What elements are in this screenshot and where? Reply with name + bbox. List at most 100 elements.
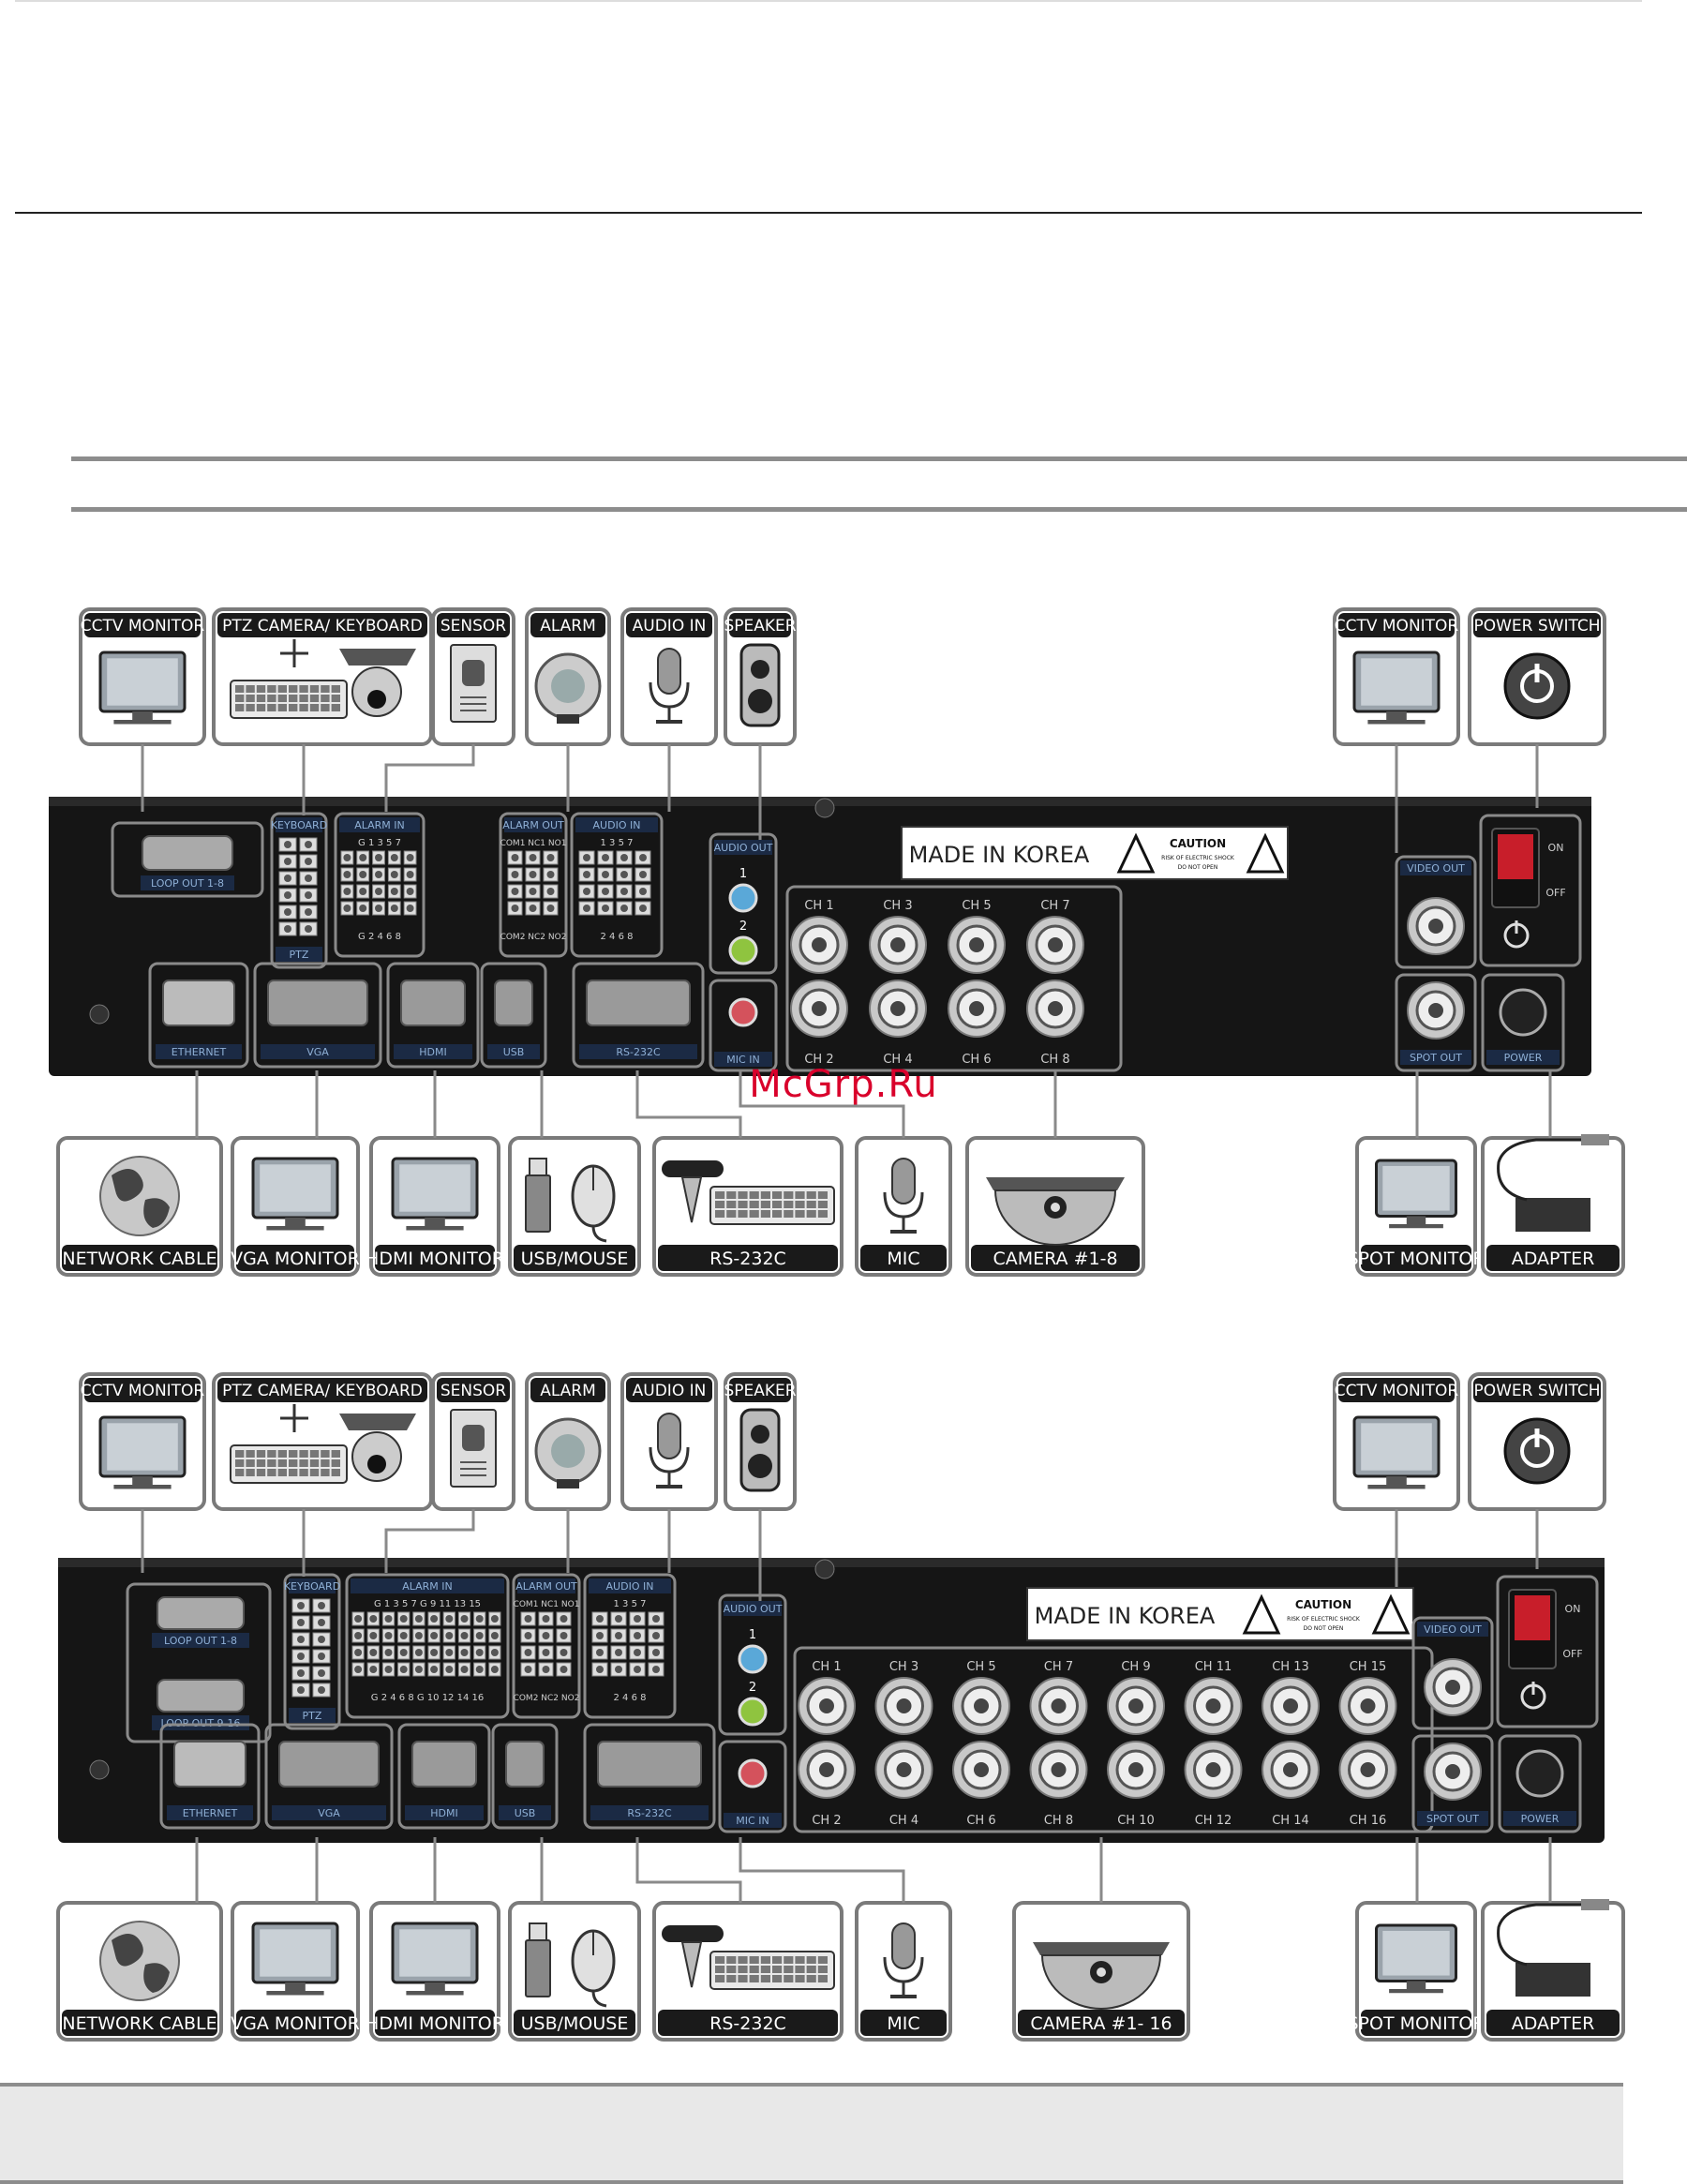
alarm-in-numbers: G 1 3 5 7 G 9 11 13 15 [374,1599,481,1609]
top-hairline [15,0,1642,2]
device-label-bar [62,1245,217,1271]
usb-stick-icon [525,1939,551,1997]
globe-icon [99,1156,180,1236]
panel-label-strip [714,840,772,855]
audio-out-jack-2 [728,935,758,965]
device-label: VGA MONITOR [231,1249,360,1269]
bottom-device-box: USB/MOUSE [508,1136,641,1277]
panel-label-strip [1400,1050,1471,1065]
device-label-bar [626,1378,712,1402]
vga-port-frame [253,962,382,1069]
cable-line [384,1509,475,1573]
channel-label: CH 4 [889,1814,918,1828]
panel-label: HDMI [419,1046,446,1058]
joystick-icon [662,1925,724,1942]
bottom-device-box: USB/MOUSE [508,1901,641,2042]
panel-label-strip [272,1805,386,1820]
audio-in-frame [570,812,664,958]
panel-label-strip [1503,1811,1576,1826]
device-label-bar [1338,1378,1455,1402]
alarm-in-numbers: G 2 4 6 8 [358,932,401,942]
device-label-bar [1361,2010,1471,2036]
ptz-camera-icon [339,1414,416,1430]
device-label: MIC [887,1249,919,1269]
channel-label: CH 14 [1272,1814,1309,1828]
made-in-label: MADE IN KOREA [1035,1603,1216,1629]
panel-label: AUDIO OUT [724,1603,783,1615]
power-frame [1481,973,1565,1072]
usb-port [505,1741,545,1788]
rear-panel-diagram-16ch: CCTV MONITOR PTZ CAMERA/ KEYBOARD SENSOR AL… [56,1372,1625,2042]
channel-label: CH 3 [889,1660,918,1674]
panel-label-strip [276,817,322,832]
caution-sub: RISK OF ELECTRIC SHOCK [1287,1616,1361,1623]
panel-label: ETHERNET [172,1046,227,1058]
top-device-box: ALARM [525,1372,611,1511]
device-label-bar [1018,2010,1185,2036]
shock-warning-icon [1116,832,1156,874]
panel-label: RS-232C [616,1046,661,1058]
panel-label-strip [1417,1622,1488,1637]
audio-in-frame [583,1573,677,1719]
panel-label: RS-232C [627,1807,672,1819]
top-screw [814,1559,835,1579]
hdmi-port-frame [386,962,480,1069]
audio-out-jack-1 [738,1644,768,1674]
alarm-out-frame [499,812,568,958]
panel-label-strip [1417,1811,1488,1826]
power-jack [1515,1749,1564,1798]
top-device-box: AUDIO IN [620,607,718,746]
audio-in-numbers: 2 4 6 8 [601,932,634,942]
rs232c-port-frame [572,962,705,1069]
device-label-bar [860,2010,947,2036]
microphone-icon [657,1413,681,1459]
device-label: SENSOR [440,1382,506,1400]
camera-input-frame [785,885,1123,1072]
vga-port-frame [264,1723,394,1830]
panel-label-strip [714,1052,772,1067]
channel-label: CH 15 [1350,1660,1387,1674]
panel-label: USB [515,1807,536,1819]
panel-label: ALARM OUT [502,819,564,831]
panel-label: KEYBOARD [284,1580,340,1593]
joystick-icon [662,1160,724,1177]
vga-port [278,1741,380,1788]
panel-label: PTZ [290,949,309,961]
panel-label: USB [503,1046,525,1058]
globe-icon [99,1921,180,2001]
panel-label-strip [1486,1050,1560,1065]
top-device-box: CCTV MONITOR [79,607,206,746]
alarm-out-numbers: COM1 NC1 NO1 [514,1600,580,1609]
bottom-device-box: HDMI MONITOR [366,1901,504,2042]
channel-label: CH 8 [1044,1814,1073,1828]
panel-label-strip [589,1578,671,1593]
speaker-icon [739,1408,781,1492]
rs232c-port-frame [583,1723,716,1830]
device-label: AUDIO IN [633,617,707,636]
audio-out-number: 2 [739,920,747,934]
switch-on-label: ON [1565,1603,1581,1615]
cable-line [635,1070,742,1138]
ground-screw [89,1004,110,1025]
device-label-bar [971,1245,1140,1271]
top-right-device-box: CCTV MONITOR [1333,1372,1460,1511]
top-device-box: AUDIO IN [620,1372,718,1511]
device-label-bar [84,613,201,637]
switch-on-label: ON [1548,842,1564,854]
device-label-bar [1338,613,1455,637]
caution-sub: DO NOT OPEN [1178,864,1218,871]
device-label-bar [217,613,427,637]
ptz-camera-icon [339,649,416,666]
keyboard-frame [270,812,328,969]
ethernet-port [173,1741,246,1788]
panel-label: PTZ [303,1710,322,1722]
panel-label-strip [289,1578,336,1593]
ethernet-port-frame [148,962,249,1069]
device-label: PTZ CAMERA/ KEYBOARD [222,1382,423,1400]
audio-in-numbers: 1 3 5 7 [614,1599,647,1609]
made-in-label: MADE IN KOREA [909,842,1090,868]
panel-label: AUDIO OUT [714,842,773,854]
usb-port-frame [491,1723,559,1830]
top-device-box: SPEAKER [724,1372,797,1511]
device-label: ALARM [540,617,596,636]
